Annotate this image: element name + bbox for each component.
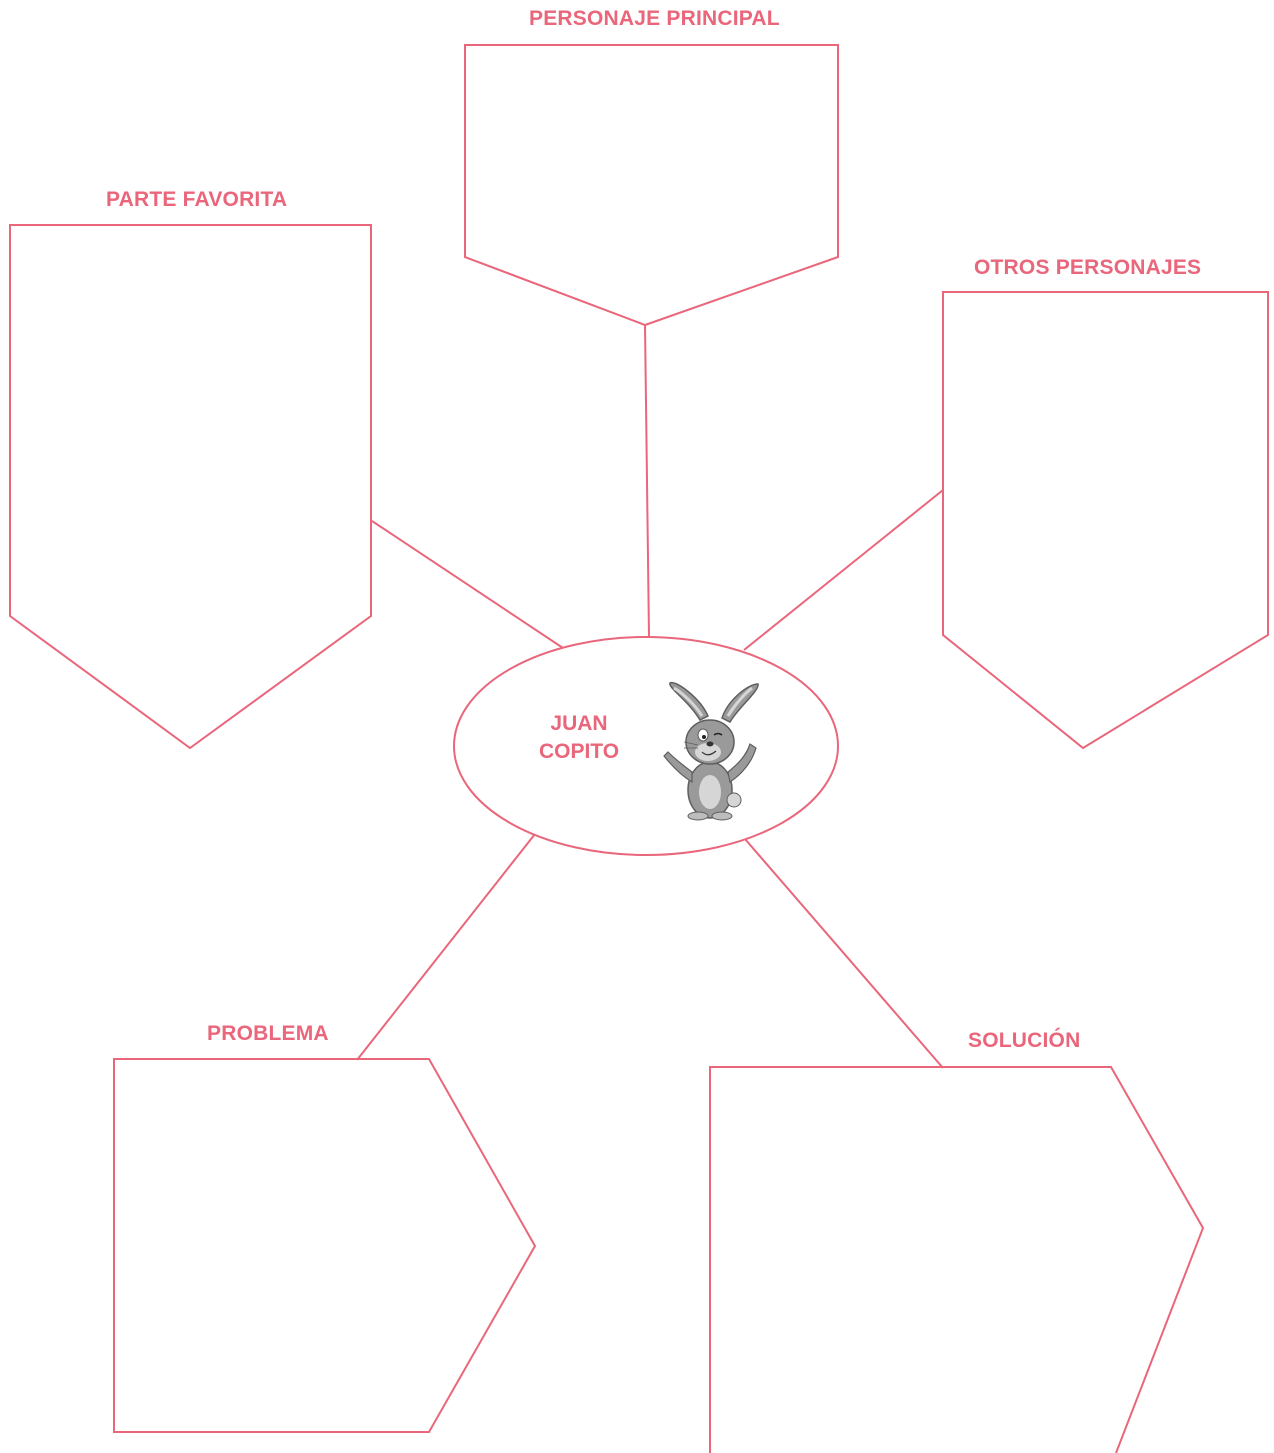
connector-solution (745, 839, 943, 1068)
connector-other-characters (744, 490, 943, 650)
center-title-line1: JUAN (520, 710, 638, 738)
center-ellipse (454, 637, 838, 855)
solution-box[interactable] (710, 1067, 1203, 1453)
main-character-box[interactable] (465, 45, 838, 325)
favorite-part-box[interactable] (10, 225, 371, 748)
problem-label: PROBLEMA (207, 1022, 329, 1046)
rabbit-illustration (664, 683, 758, 820)
favorite-part-label: PARTE FAVORITA (106, 188, 287, 212)
other-characters-box[interactable] (943, 292, 1268, 748)
connector-problem (357, 834, 535, 1060)
solution-label: SOLUCIÓN (968, 1029, 1080, 1053)
connector-favorite-part (372, 521, 563, 648)
problem-box[interactable] (114, 1059, 535, 1432)
other-characters-label: OTROS PERSONAJES (974, 256, 1201, 280)
center-title: JUAN COPITO (520, 710, 638, 766)
center-title-line2: COPITO (520, 738, 638, 766)
connector-main-character (645, 325, 649, 637)
main-character-label: PERSONAJE PRINCIPAL (529, 7, 780, 31)
